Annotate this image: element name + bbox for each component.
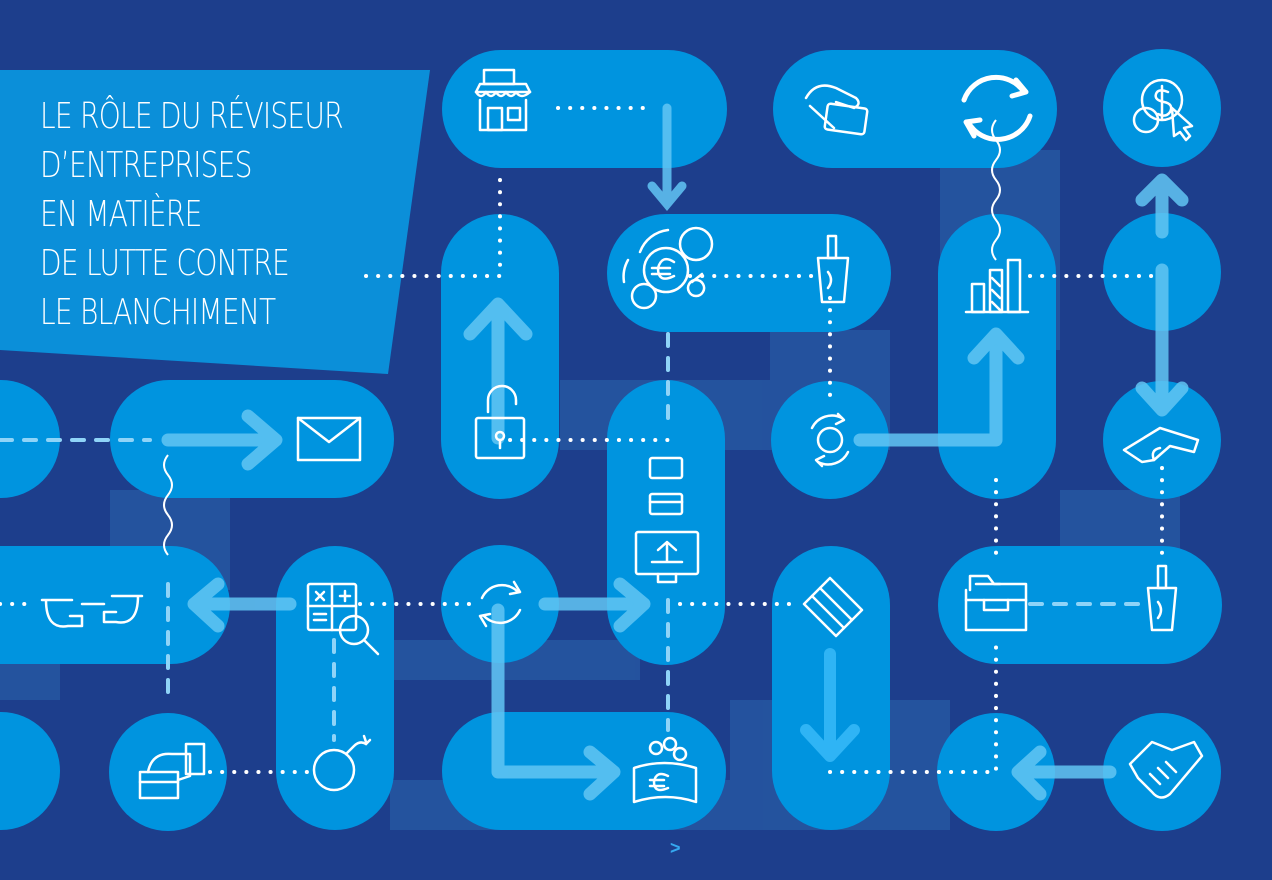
title-panel [0,70,430,374]
tile-hand-gun [1103,381,1221,499]
bomb-icon [312,734,372,792]
tile-euro-exchange [607,214,891,332]
tile-shop [442,50,727,168]
card-payment-icon [804,84,869,136]
pointing-hands-icon [40,594,144,628]
envelope-icon [296,416,362,462]
refresh-icon [478,580,522,628]
calculator-search-icon [306,582,380,656]
next-page-arrow[interactable]: > [670,838,681,858]
recycle-icon [810,412,850,468]
eraser-icon [802,576,864,638]
tile-left-edge-2 [0,712,60,830]
card-insert-icon [138,742,206,800]
dotted-lines [0,106,1164,774]
tile-card-refresh [773,50,1057,168]
hand-gun-icon [1122,426,1200,464]
shop-icon [474,68,532,132]
dollar-click-icon [1132,78,1194,142]
arrow-shop-down [647,103,687,212]
tile-bottom-mid [937,713,1055,831]
euro-money-icon [632,736,698,804]
bar-chart-icon [964,258,1030,314]
flow-arrows-bright [800,648,860,762]
open-padlock-icon [474,384,526,460]
euro-exchange-icon [622,226,714,310]
squiggle-1 [163,454,173,556]
flow-arrows [161,173,1189,801]
clothespin-bag-icon-2 [1146,564,1178,632]
tile-recycle [771,381,889,499]
refresh-cycle-icon [961,74,1033,142]
clothespin-bag-icon [816,234,850,304]
tile-pointing-hands [0,546,230,664]
folder-icon [964,574,1028,632]
handshake-icon [1128,740,1204,799]
upload-screen-icon [634,456,700,584]
dashed-lines [0,332,1142,742]
